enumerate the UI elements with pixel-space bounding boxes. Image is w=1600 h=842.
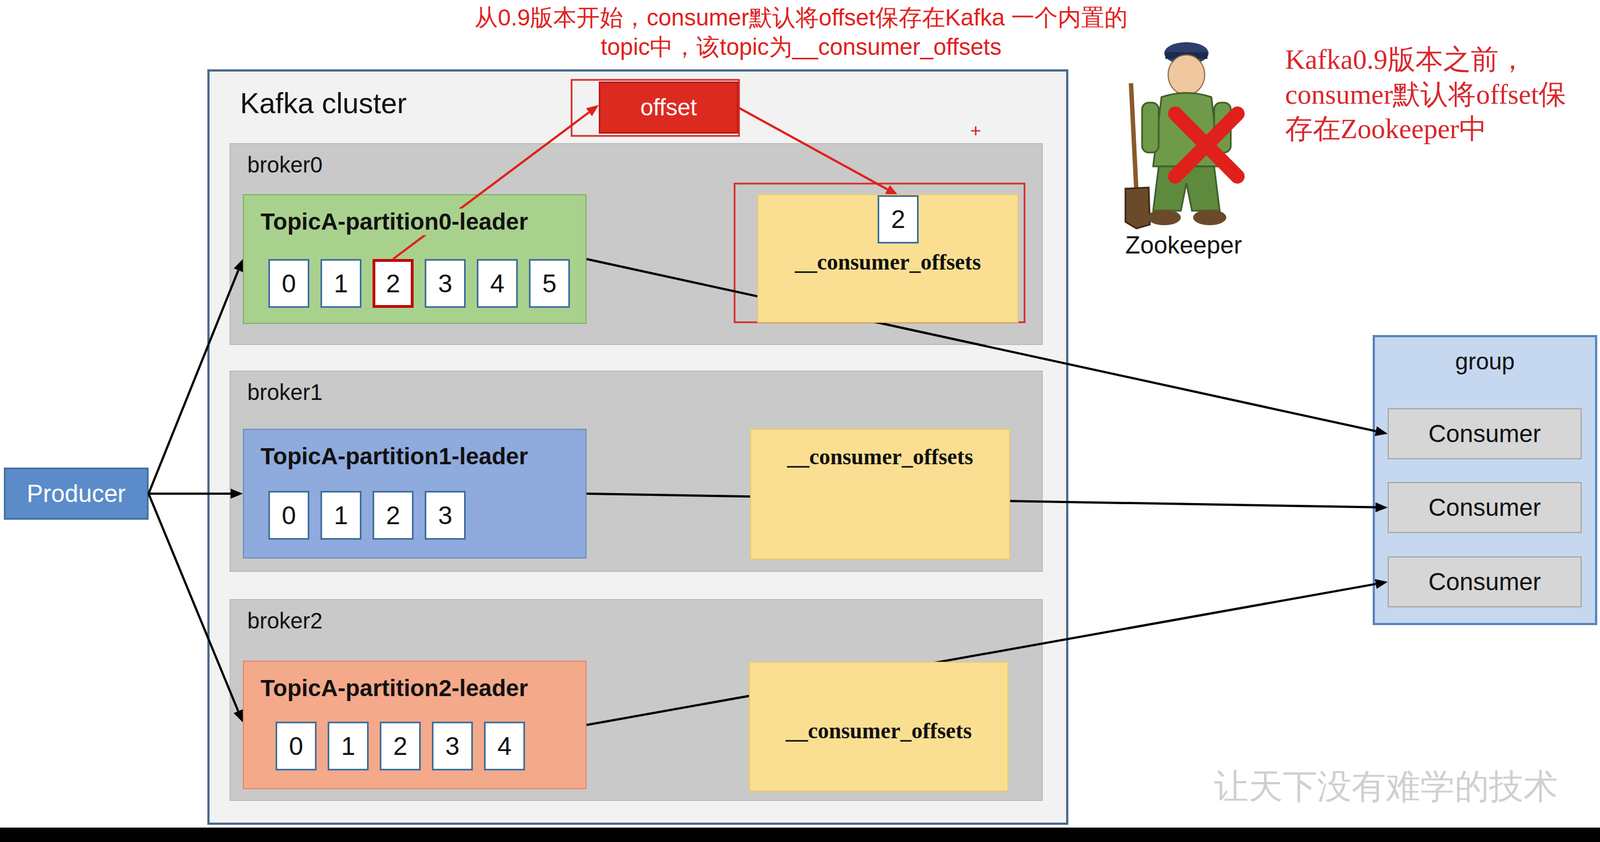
node-label: 4 bbox=[497, 731, 512, 761]
node-label: 1 bbox=[333, 500, 349, 531]
node-label: 5 bbox=[542, 268, 557, 299]
offsets-topic-box: __consumer_offsets bbox=[748, 661, 1009, 792]
node-label: Consumer bbox=[1428, 419, 1542, 448]
slide-bar bbox=[0, 827, 1600, 842]
node-label: 3 bbox=[437, 500, 453, 531]
zookeeper-figure bbox=[1125, 42, 1238, 229]
figure-caption: Zookeeper bbox=[1100, 229, 1267, 261]
node-label: broker0 bbox=[247, 151, 323, 178]
node-label: 0 bbox=[281, 500, 297, 531]
offset-cell: 4 bbox=[476, 258, 518, 308]
node-label: 3 bbox=[445, 731, 460, 761]
offset-cell: 2 bbox=[877, 195, 919, 244]
node-label: TopicA-partition2-leader bbox=[260, 674, 528, 702]
arrow-connector bbox=[148, 269, 239, 494]
node-label: 3 bbox=[437, 268, 453, 299]
consumer-box: Consumer bbox=[1387, 408, 1582, 460]
offset-cell: 3 bbox=[424, 258, 466, 308]
node-label: group bbox=[1455, 348, 1515, 375]
node-label: 2 bbox=[385, 500, 401, 531]
node-label: Consumer bbox=[1428, 493, 1542, 522]
offset-cell: 0 bbox=[268, 490, 310, 540]
cluster-box: Kafka cluster offset broker0TopicA-partiti… bbox=[207, 69, 1069, 825]
node-label: 2 bbox=[890, 204, 906, 234]
node-label: 0 bbox=[288, 731, 304, 761]
offset-cell: 0 bbox=[268, 258, 310, 308]
offset-cell: 3 bbox=[424, 490, 466, 540]
offset-cell: 5 bbox=[528, 258, 570, 308]
arrow-connector bbox=[148, 493, 239, 711]
arrow-connector bbox=[393, 111, 589, 259]
arrow-connector bbox=[148, 492, 231, 495]
offsets-topic-box: __consumer_offsets 2 bbox=[757, 194, 1019, 323]
highlight-frame bbox=[734, 183, 1025, 323]
group-box: groupConsumerConsumerConsumer bbox=[1372, 334, 1598, 625]
partition-box: TopicA-partition2-leader 0 1 2 3 4 bbox=[242, 660, 587, 789]
arrow-connector bbox=[586, 493, 1376, 508]
arrow-connector bbox=[586, 583, 1376, 725]
node-label: 0 bbox=[281, 268, 297, 299]
note-text: Kafka0.9版本之前，consumer默认将offset保存在Zookeep… bbox=[1285, 42, 1594, 147]
offsets-topic-box: __consumer_offsets bbox=[750, 428, 1011, 560]
offset-cell: 1 bbox=[320, 258, 362, 308]
offset-cell: 2 bbox=[372, 490, 414, 540]
node-label: 4 bbox=[490, 268, 505, 299]
offset-cell: 2 bbox=[379, 721, 421, 771]
consumer-box: Consumer bbox=[1387, 556, 1582, 608]
offset-cell: 3 bbox=[431, 721, 473, 771]
node-label: TopicA-partition0-leader bbox=[260, 208, 528, 236]
highlight-frame bbox=[571, 79, 740, 136]
node-label: offset bbox=[640, 94, 697, 121]
offset-cell: 2 bbox=[372, 258, 414, 308]
partition-box: TopicA-partition1-leader 0 1 2 3 bbox=[242, 428, 587, 559]
offset-cell: 1 bbox=[320, 490, 362, 540]
node-label: Consumer bbox=[1428, 567, 1542, 596]
node-label: 1 bbox=[333, 268, 349, 299]
node-label: Kafka cluster bbox=[240, 87, 407, 121]
node-label: 2 bbox=[393, 731, 408, 761]
broker-box: broker0TopicA-partition0-leader 0 1 2 3 4 5 __c… bbox=[229, 143, 1043, 345]
offset-box: offset bbox=[598, 81, 739, 134]
partition-box: TopicA-partition0-leader 0 1 2 3 4 5 bbox=[242, 194, 587, 324]
node-label: __consumer_offsets bbox=[787, 444, 974, 470]
node-label: __consumer_offsets bbox=[795, 249, 982, 275]
offset-cell: 0 bbox=[275, 721, 317, 771]
consumer-box: Consumer bbox=[1387, 481, 1582, 533]
arrow-connector bbox=[586, 258, 1377, 431]
node-label: broker1 bbox=[247, 379, 323, 405]
producer-box: Producer bbox=[3, 467, 149, 520]
note-text: 从0.9版本开始，consumer默认将offset保存在Kafka 一个内置的… bbox=[468, 3, 1134, 62]
node-label: 1 bbox=[340, 731, 356, 761]
broker-box: broker1TopicA-partition1-leader 0 1 2 3 __con… bbox=[229, 370, 1043, 572]
node-label: broker2 bbox=[247, 607, 323, 634]
cursor-mark: + bbox=[964, 118, 987, 143]
offset-cell: 4 bbox=[483, 721, 526, 771]
node-label: Producer bbox=[26, 479, 126, 508]
arrow-connector bbox=[738, 107, 888, 190]
node-label: TopicA-partition1-leader bbox=[260, 442, 528, 470]
node-label: __consumer_offsets bbox=[785, 717, 972, 744]
broker-box: broker2TopicA-partition2-leader 0 1 2 3 4 __co… bbox=[229, 598, 1043, 801]
watermark: 让天下没有难学的技术 bbox=[1191, 765, 1581, 809]
node-label: 2 bbox=[385, 268, 401, 299]
offset-cell: 1 bbox=[327, 721, 369, 771]
